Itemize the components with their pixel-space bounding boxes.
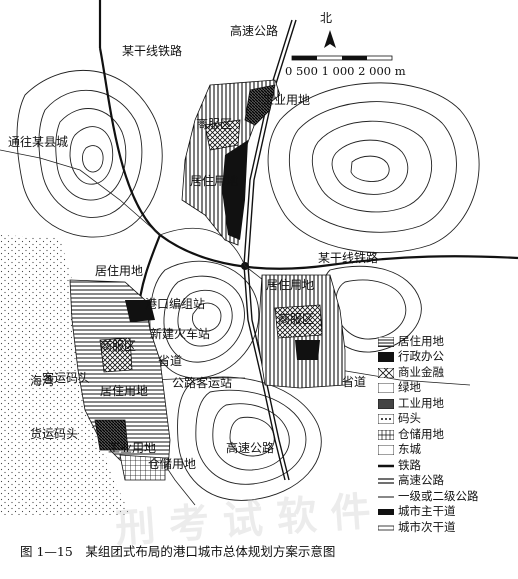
road-west — [159, 227, 246, 267]
legend-item-label: 行政办公 — [398, 349, 444, 364]
label-railway-top: 某干线铁路 — [122, 43, 182, 58]
station-yard — [125, 300, 155, 322]
railway-main-curve — [98, 47, 518, 270]
label-highway-bottom: 高速公路 — [226, 440, 274, 455]
legend-item-label: 仓储用地 — [398, 426, 444, 441]
legend-item-label: 城市次干道 — [398, 519, 456, 534]
legend-item: 居住用地 — [377, 333, 516, 349]
legend-item: 工业用地 — [377, 395, 516, 411]
north-arrow: 北 — [320, 11, 336, 48]
dense-hatch-icon — [377, 398, 395, 410]
industrial-top — [244, 84, 276, 126]
road-to-county — [0, 149, 161, 236]
legend-item-label: 商业金融 — [398, 364, 444, 379]
rail-line-icon — [378, 460, 394, 470]
watermark: 刑 考 试 软 件 — [113, 473, 477, 562]
legend-item: 码头 — [377, 411, 516, 427]
north-label: 北 — [320, 11, 332, 25]
contour-hill-left — [16, 69, 163, 238]
commercial-top — [204, 119, 241, 151]
label-residential-right: 居住用地 — [266, 278, 314, 292]
hatch-horizontal-icon — [377, 336, 395, 348]
label-industrial-left: 工业用地 — [108, 441, 156, 455]
scale-bar: 0 500 1 000 2 000 m — [285, 55, 406, 78]
label-residential-left: 居住用地 — [95, 264, 143, 278]
label-residential-mid: 居住用地 — [190, 174, 238, 188]
label-road-sheng2: 省道 — [342, 375, 366, 389]
legend-item-label: 工业用地 — [398, 395, 444, 410]
storage-left — [119, 454, 166, 481]
label-residential-left2: 居住用地 — [100, 384, 148, 398]
legend-item: 一级或二级公路 — [378, 488, 516, 504]
label-road-sheng: 省道 — [158, 354, 182, 368]
industrial-top-core — [222, 140, 248, 240]
commercial-left — [99, 337, 133, 373]
contour-hill-bottom — [177, 376, 322, 501]
solid-black-icon — [378, 351, 394, 363]
label-bus-station: 公路客运站 — [172, 375, 232, 390]
label-sea: 海湾 — [30, 373, 54, 388]
legend-item-label: 一级或二级公路 — [398, 488, 479, 503]
legend-item: 行政办公 — [378, 349, 516, 365]
legend-item: 高速公路 — [378, 473, 516, 489]
legend-item: 城市次干道 — [377, 519, 516, 535]
contour-hill-top-right — [267, 82, 480, 254]
label-highway-top: 高速公路 — [230, 23, 278, 38]
caption-text: 图 1—15 某组团式布局的港口城市总体规划方案示意图 — [20, 544, 335, 559]
legend-item-label: 绿地 — [398, 380, 421, 395]
north-arrow-icon — [324, 30, 336, 48]
label-passenger-wharf: 客运码头 — [42, 370, 90, 385]
label-freight-wharf: 货运码头 — [30, 426, 78, 441]
legend-item-label: 居住用地 — [398, 333, 444, 348]
label-port-yard: 港口编组站 — [145, 296, 205, 311]
legend-item: 商业金融 — [377, 364, 516, 380]
sea-area — [0, 235, 130, 515]
commercial-right — [274, 304, 323, 339]
label-new-station: 新建火车站 — [150, 326, 210, 341]
crosshatch-icon — [377, 367, 395, 379]
grid-icon — [377, 429, 395, 441]
scale-label: 0 500 1 000 2 000 m — [285, 64, 406, 78]
dotted-icon — [377, 413, 395, 425]
figure-caption: 图 1—15 某组团式布局的港口城市总体规划方案示意图 — [20, 540, 510, 568]
label-railway-right: 某干线铁路 — [318, 250, 378, 265]
legend-item-label: 码头 — [398, 411, 421, 426]
legend-item-label: 城市主干道 — [398, 504, 456, 519]
thick-line-icon — [378, 506, 394, 516]
legend-item: 仓储用地 — [377, 426, 516, 442]
legend-item: 绿地 — [377, 380, 516, 396]
admin-right — [295, 340, 320, 360]
legend-item-label: 高速公路 — [398, 473, 444, 488]
legend-item-label: 东城 — [398, 442, 421, 457]
road-bus — [149, 377, 245, 381]
label-commercial-left: 商服区 — [100, 338, 136, 353]
label-storage-left: 仓储用地 — [148, 456, 196, 471]
legend-item: 铁路 — [378, 457, 516, 473]
double-line-icon — [378, 475, 394, 485]
industrial-left — [94, 419, 129, 451]
legend-item: 城市主干道 — [378, 504, 516, 520]
legend-item: 东城 — [377, 442, 516, 458]
legend-item-label: 铁路 — [398, 457, 421, 472]
empty-icon — [377, 444, 395, 456]
label-commercial-top: 商服区 — [196, 116, 232, 131]
legend: 居住用地行政办公商业金融绿地工业用地码头仓储用地东城铁路高速公路一级或二级公路城… — [377, 333, 516, 535]
single-line-icon — [378, 491, 394, 501]
label-industrial-top: 工业用地 — [262, 93, 310, 107]
label-commercial-right: 商服区 — [278, 311, 314, 326]
label-to-county: 通往某县城 — [8, 134, 68, 149]
empty-icon — [377, 382, 395, 394]
